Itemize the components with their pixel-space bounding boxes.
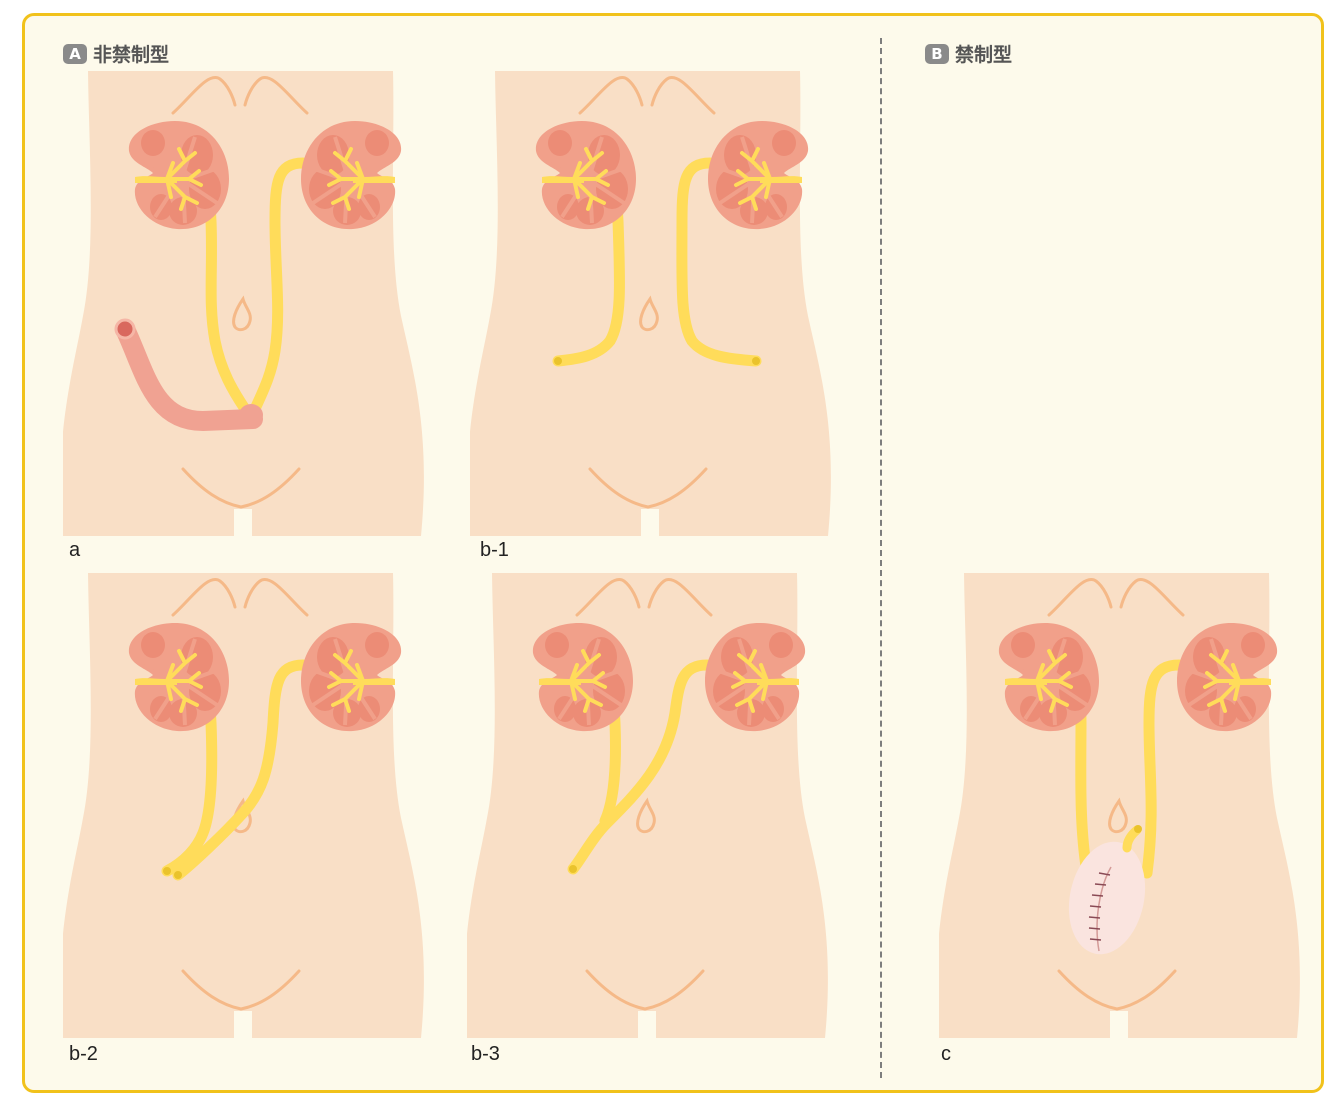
section-divider <box>880 38 882 1078</box>
panel-b1: b-1 <box>470 71 840 541</box>
panel-c-label: c <box>941 1043 951 1066</box>
panel-b3: b-3 <box>467 573 837 1043</box>
diagram-c <box>939 573 1309 1043</box>
diagram-b2 <box>63 573 433 1043</box>
figure-frame: A 非禁制型 B 禁制型 a b-1 <box>22 13 1324 1093</box>
diagram-b3 <box>467 573 837 1043</box>
panel-b3-label: b-3 <box>471 1043 500 1066</box>
right-stoma-b1 <box>752 357 760 365</box>
diagram-a <box>63 71 433 541</box>
panel-a: a <box>63 71 433 541</box>
section-a-header: A 非禁制型 <box>63 40 169 67</box>
section-b-badge: B <box>925 44 949 64</box>
section-b-title: 禁制型 <box>955 40 1012 67</box>
left-stoma-b2 <box>163 867 171 875</box>
left-stoma-b1 <box>554 357 562 365</box>
section-a-badge: A <box>63 44 87 64</box>
section-a-title: 非禁制型 <box>93 40 169 67</box>
stoma-a <box>116 320 134 338</box>
conduit-end-a <box>239 404 263 426</box>
stoma-b3 <box>569 865 577 873</box>
section-b-header: B 禁制型 <box>925 40 1012 67</box>
panel-b1-label: b-1 <box>480 539 509 562</box>
pouch-stoma-c <box>1134 825 1142 833</box>
panel-b2: b-2 <box>63 573 433 1043</box>
panel-a-label: a <box>69 539 80 562</box>
panel-c: c <box>939 573 1309 1043</box>
panel-b2-label: b-2 <box>69 1043 98 1066</box>
diagram-b1 <box>470 71 840 541</box>
right-stoma-b2 <box>174 871 182 879</box>
